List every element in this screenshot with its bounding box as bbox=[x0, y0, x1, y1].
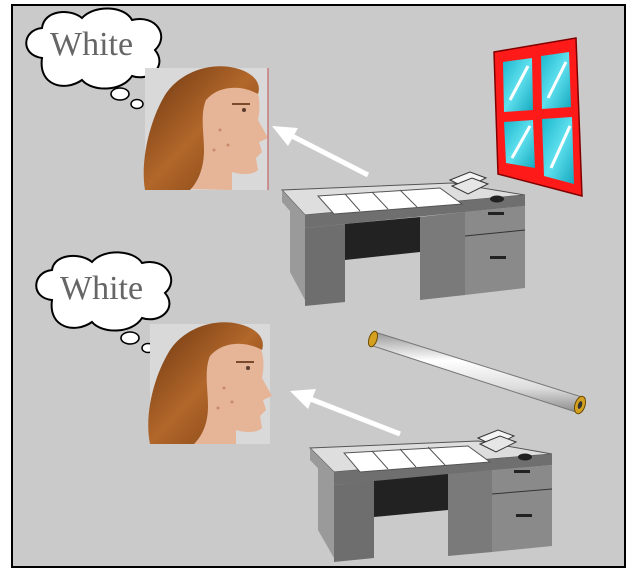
fluorescent-tube bbox=[367, 330, 588, 415]
thought-text-1: White bbox=[50, 28, 133, 62]
thought-text-2: White bbox=[60, 272, 143, 306]
person-head-1 bbox=[144, 66, 268, 190]
person-head-2 bbox=[148, 322, 272, 444]
light-arrow-2 bbox=[290, 389, 400, 434]
desk-1 bbox=[282, 172, 525, 306]
desk-2 bbox=[310, 430, 552, 562]
light-arrow-1 bbox=[272, 126, 368, 175]
window bbox=[494, 38, 582, 196]
